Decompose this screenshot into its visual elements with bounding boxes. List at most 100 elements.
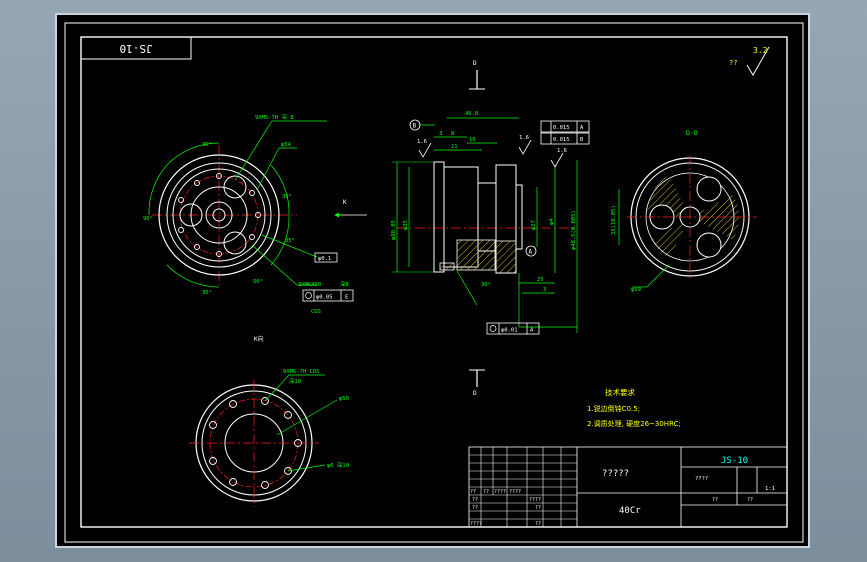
side-dim-3b: 3 <box>543 287 546 293</box>
section-view <box>618 155 757 288</box>
side-rough-b: 1.6 <box>519 135 529 141</box>
title-small-cell: ???? <box>529 497 541 503</box>
datum-b: B <box>409 119 421 131</box>
front-angle-90: 90° <box>143 216 153 222</box>
title-small-cell: ?? <box>472 505 478 511</box>
svg-text:φ0.05: φ0.05 <box>316 295 333 301</box>
side-dim-top: 46.8 <box>465 111 478 117</box>
front-angle-a: 35° <box>202 142 212 148</box>
title-cell-a: ???? <box>695 476 708 482</box>
side-angle-30: 30° <box>481 282 491 288</box>
section-hatch-2 <box>495 240 517 274</box>
title-small-cell: ???? <box>509 489 521 495</box>
k-note: 9XM6-7H COS <box>283 369 319 375</box>
side-dim-21: 21 <box>451 144 458 150</box>
drawing-number: JS-10 <box>119 42 152 55</box>
side-dim-8: 8 <box>451 131 454 137</box>
svg-text:??: ?? <box>729 59 737 67</box>
side-view <box>392 70 578 387</box>
svg-text:0.015: 0.015 <box>553 125 570 131</box>
cam-hole-3 <box>223 231 247 255</box>
k-dia-label: φ50 <box>339 396 349 402</box>
title-small-cell: ?? <box>747 497 753 503</box>
side-dia-right-2: φ27 <box>531 220 537 230</box>
front-view <box>148 120 327 288</box>
title-cell-b: 1:1 <box>765 486 775 492</box>
title-small-cell: ???? <box>470 521 482 527</box>
side-dim-10: 10 <box>469 137 476 143</box>
front-angle-b: 35° <box>282 194 292 200</box>
dd-dim-vertical: 3X(10.05) <box>611 205 617 235</box>
cad-viewport[interactable]: JS-10 3.2 ?? <box>55 13 810 548</box>
title-small-cell: ?? <box>472 497 478 503</box>
title-small-cell: ?? <box>470 489 476 495</box>
side-dia-left-2: φ35 <box>403 220 409 230</box>
side-dia-left-1: φ90.05 <box>391 220 397 240</box>
k-view-title: K向 <box>254 335 264 343</box>
front-holes-note: 9XM5-7H 深 8 <box>255 113 294 121</box>
side-dim-25: 25 <box>537 277 544 283</box>
title-small-cell: ?? <box>712 497 718 503</box>
notes-line-1: 1.锐边倒钝C0.5; <box>587 404 640 413</box>
svg-text:0.015: 0.015 <box>553 137 570 143</box>
svg-text:B: B <box>413 123 417 130</box>
front-tol-frame-2: φ0.05 E <box>302 289 354 302</box>
side-dia-right-3: φ4 <box>549 218 555 225</box>
svg-text:K: K <box>343 199 347 206</box>
inner-frame <box>80 36 788 528</box>
front-tol-frame-1: φ0.1 <box>314 252 338 263</box>
front-cos-label: COS <box>311 309 321 315</box>
title-block <box>468 446 788 528</box>
front-hole-note2: 3XM6XD0 <box>298 282 321 288</box>
k-view <box>189 374 338 507</box>
title-small-cell: ?? <box>535 521 541 527</box>
svg-text:3.2: 3.2 <box>753 46 768 55</box>
k-view-arrow: K <box>334 199 367 218</box>
datum-a: A <box>525 245 537 257</box>
k-hole-label: φ6 深10 <box>327 461 349 469</box>
svg-text:A: A <box>530 328 534 334</box>
front-angle-c: 35° <box>285 238 295 244</box>
front-angle-d: 35° <box>202 290 212 296</box>
side-rough-a: 1.6 <box>417 139 427 145</box>
dd-dia-label: φ59 <box>631 287 641 293</box>
title-small-cell: ???? <box>494 489 506 495</box>
side-rough-c: 1.6 <box>557 148 567 154</box>
side-dim-3: 3 <box>439 131 442 137</box>
section-label-bottom: D <box>473 390 477 397</box>
side-dia-right-1: φ48.5(0.005) <box>571 210 577 250</box>
tol-frame-bottom: φ0.01 A <box>486 322 540 335</box>
svg-text:B: B <box>580 137 584 143</box>
title-code: JS-10 <box>721 456 748 466</box>
front-dia-outer: φ54 <box>281 142 292 148</box>
small-holes <box>178 173 261 257</box>
svg-text:φ0.1: φ0.1 <box>318 256 331 262</box>
cam-hole-2 <box>179 203 203 227</box>
notes-title: 技术要求 <box>605 387 635 397</box>
outer-frame <box>64 22 804 543</box>
front-depth-label: 深8 <box>340 280 349 288</box>
svg-text:A: A <box>529 249 533 256</box>
cam-hole-1 <box>223 175 247 199</box>
title-material: 40Cr <box>619 506 641 516</box>
tol-frame-2: 0.015 B <box>540 132 590 145</box>
front-outer-circle <box>158 154 280 276</box>
title-part-name: ????? <box>602 469 629 479</box>
technical-notes: 技术要求 1.锐边倒钝C0.5; 2.调质处理, 硬度26~30HRC; <box>587 387 681 428</box>
section-view-title: D-D <box>686 129 698 137</box>
svg-text:E: E <box>345 295 348 301</box>
title-small-cell: ?? <box>535 505 541 511</box>
section-label-top: D <box>473 60 477 67</box>
svg-text:φ0.01: φ0.01 <box>501 328 518 334</box>
roughness-symbols-side <box>418 139 564 168</box>
notes-line-2: 2.调质处理, 硬度26~30HRC; <box>587 419 681 428</box>
section-hatch-1 <box>456 239 496 271</box>
cad-drawing: JS-10 3.2 ?? <box>64 22 804 543</box>
roughness-symbol-default: 3.2 ?? <box>729 46 770 76</box>
tol-frame-1: 0.015 A <box>540 120 590 133</box>
svg-text:A: A <box>580 125 584 131</box>
title-small-cell: ?? <box>483 489 489 495</box>
k-note2: 深10 <box>289 377 301 385</box>
front-angle-50: 50° <box>253 279 263 285</box>
drawing-number-box <box>80 36 192 60</box>
